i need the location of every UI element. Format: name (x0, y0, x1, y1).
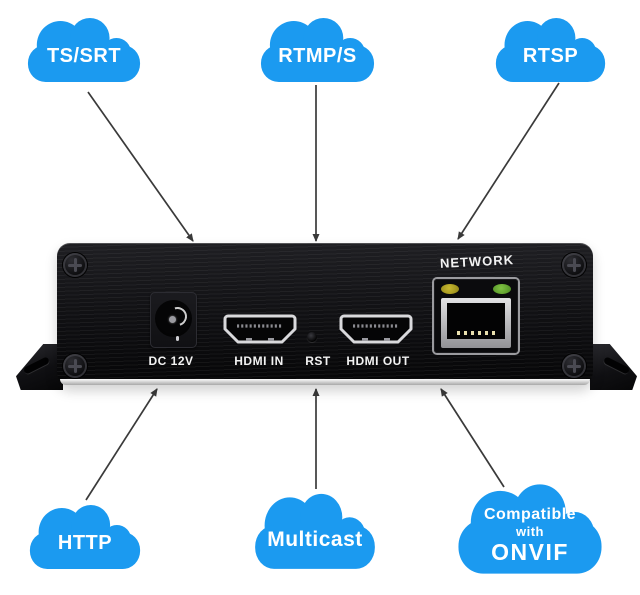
device-base-strip (60, 379, 590, 385)
cloud-onvif: Compatible with ONVIF (456, 483, 604, 575)
screw-icon-bottom-right (562, 354, 586, 378)
cloud-label-line1: Compatible (483, 506, 577, 524)
dc-power-jack (150, 292, 197, 348)
arrow-http (85, 388, 158, 501)
dc-jack-glint (176, 336, 179, 341)
network-label: NETWORK (439, 252, 515, 271)
cloud-ts-srt: TS/SRT (25, 13, 143, 83)
reset-pinhole (307, 332, 317, 342)
device-body: NETWORK (57, 243, 593, 385)
screw-icon-top-right (562, 253, 586, 277)
screw-icon-bottom-left (63, 354, 87, 378)
cloud-icon (255, 493, 375, 569)
cloud-rtmp: RTMP/S (258, 13, 377, 83)
ethernet-port (434, 279, 518, 353)
cloud-label: HTTP (57, 531, 113, 554)
ethernet-port-frame (441, 298, 511, 348)
led-green-icon (493, 284, 511, 294)
hdmi-in-port (223, 314, 297, 344)
port-label-power: DC 12V (148, 354, 194, 368)
hdmi-out-port (339, 314, 413, 344)
port-label-hdmi-out: HDMI OUT (346, 354, 410, 368)
cloud-multicast: Multicast (252, 488, 378, 570)
cloud-http: HTTP (27, 500, 143, 570)
cloud-label: Multicast (267, 528, 363, 551)
cloud-icon (27, 18, 141, 82)
arrow-onvif (440, 388, 505, 488)
cloud-icon (458, 484, 602, 574)
ethernet-port-cavity (447, 303, 505, 339)
led-yellow-icon (441, 284, 459, 294)
cloud-icon (29, 505, 141, 569)
dc-jack-pin (169, 316, 176, 323)
screw-icon-top-left (63, 253, 87, 277)
cloud-label-line3: ONVIF (491, 539, 569, 566)
cloud-icon (260, 18, 375, 82)
cloud-label: TS/SRT (46, 44, 122, 67)
port-label-reset: RST (305, 354, 331, 368)
arrow-rtsp (457, 82, 560, 240)
dc-jack-reflection (164, 303, 191, 330)
cloud-label: RTSP (522, 44, 579, 67)
ethernet-pins (457, 331, 495, 335)
arrow-ts-srt (87, 91, 194, 242)
cloud-icon (495, 18, 606, 82)
cloud-label: Compatible with ONVIF (456, 483, 604, 575)
dc-jack-hole (155, 300, 192, 341)
cloud-rtsp: RTSP (493, 13, 608, 83)
cloud-label: RTMP/S (278, 44, 357, 67)
cloud-label-line2: with (516, 523, 544, 539)
port-label-hdmi-in: HDMI IN (234, 354, 284, 368)
